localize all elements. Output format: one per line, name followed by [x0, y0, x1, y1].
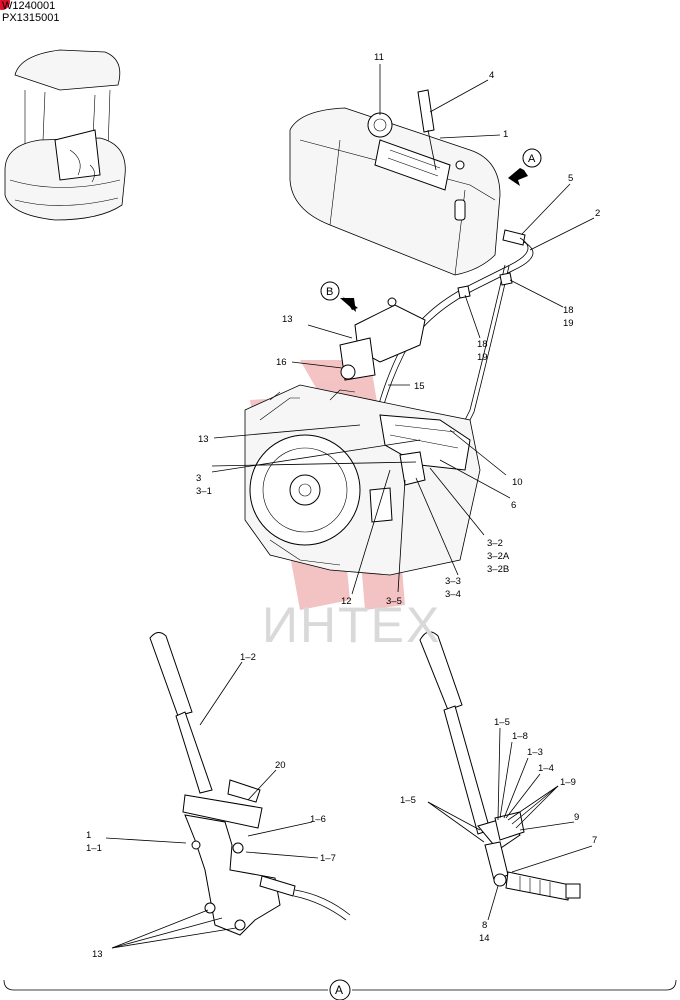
drawing-code-1: W1240001	[2, 0, 56, 12]
callout-1-2: 1–2	[240, 652, 256, 663]
callout-12: 12	[341, 596, 352, 607]
callout-1-6: 1–6	[310, 814, 326, 825]
callout-19-right: 19	[563, 318, 574, 329]
section-line	[3, 979, 677, 1000]
red-badge-icon	[0, 0, 10, 10]
callout-3-3: 3–3	[445, 576, 461, 587]
callout-20: 20	[275, 760, 286, 771]
callout-1: 1	[503, 129, 508, 140]
callout-1-left: 1	[86, 830, 91, 841]
callout-19-center: 19	[477, 352, 488, 363]
control-console	[289, 89, 526, 276]
callout-3-2: 3–2	[487, 538, 503, 549]
callout-18-center: 18	[477, 339, 488, 350]
view-arrow-b-icon	[320, 281, 358, 312]
callout-3-2B: 3–2B	[487, 564, 509, 575]
callout-1-5-left: 1–5	[400, 795, 416, 806]
callout-8: 8	[482, 920, 487, 931]
callout-3: 3	[196, 473, 201, 484]
view-arrow-a-icon	[508, 148, 542, 186]
callout-13-bottom: 13	[92, 949, 103, 960]
callout-16: 16	[276, 357, 287, 368]
callout-3-4: 3–4	[445, 589, 461, 600]
callout-5: 5	[568, 173, 573, 184]
lever-assembly-left	[149, 632, 351, 936]
callout-9: 9	[574, 812, 579, 823]
callout-13-top: 13	[282, 314, 293, 325]
watermark-text: ИНТЕХ	[262, 597, 442, 653]
bottom-left-leader-lines	[105, 661, 319, 949]
callout-10: 10	[512, 477, 523, 488]
callout-4: 4	[489, 70, 494, 81]
callout-3-2A: 3–2A	[487, 551, 510, 562]
machine-thumbnail	[4, 49, 126, 221]
callout-2: 2	[595, 208, 600, 219]
callout-1-3: 1–3	[527, 747, 543, 758]
callout-3-1: 3–1	[196, 486, 212, 497]
drawing-code-2: PX1315001	[2, 12, 60, 24]
engine-block	[244, 384, 481, 576]
callout-13-mid: 13	[198, 434, 209, 445]
lever-assembly-right	[419, 631, 581, 901]
callout-1-7: 1–7	[320, 853, 336, 864]
callout-18-right: 18	[563, 305, 574, 316]
section-view-label-a: A	[335, 983, 343, 997]
view-label-a: A	[528, 153, 536, 165]
callout-11: 11	[374, 52, 384, 63]
callout-14: 14	[479, 933, 490, 944]
callout-3-5: 3–5	[386, 596, 402, 607]
callout-1-1: 1–1	[86, 843, 102, 854]
top-leader-lines	[379, 64, 595, 339]
callout-6: 6	[511, 500, 516, 511]
throttle-bracket	[339, 297, 426, 381]
middle-leader-lines	[211, 324, 511, 595]
callout-15: 15	[414, 381, 425, 392]
callout-1-9: 1–9	[560, 777, 576, 788]
callout-1-4: 1–4	[538, 763, 554, 774]
callout-1-5-top: 1–5	[494, 717, 510, 728]
view-label-b: B	[326, 286, 333, 298]
callout-1-8: 1–8	[512, 731, 528, 742]
callout-7: 7	[592, 835, 597, 846]
bottom-right-leader-lines	[427, 727, 593, 921]
